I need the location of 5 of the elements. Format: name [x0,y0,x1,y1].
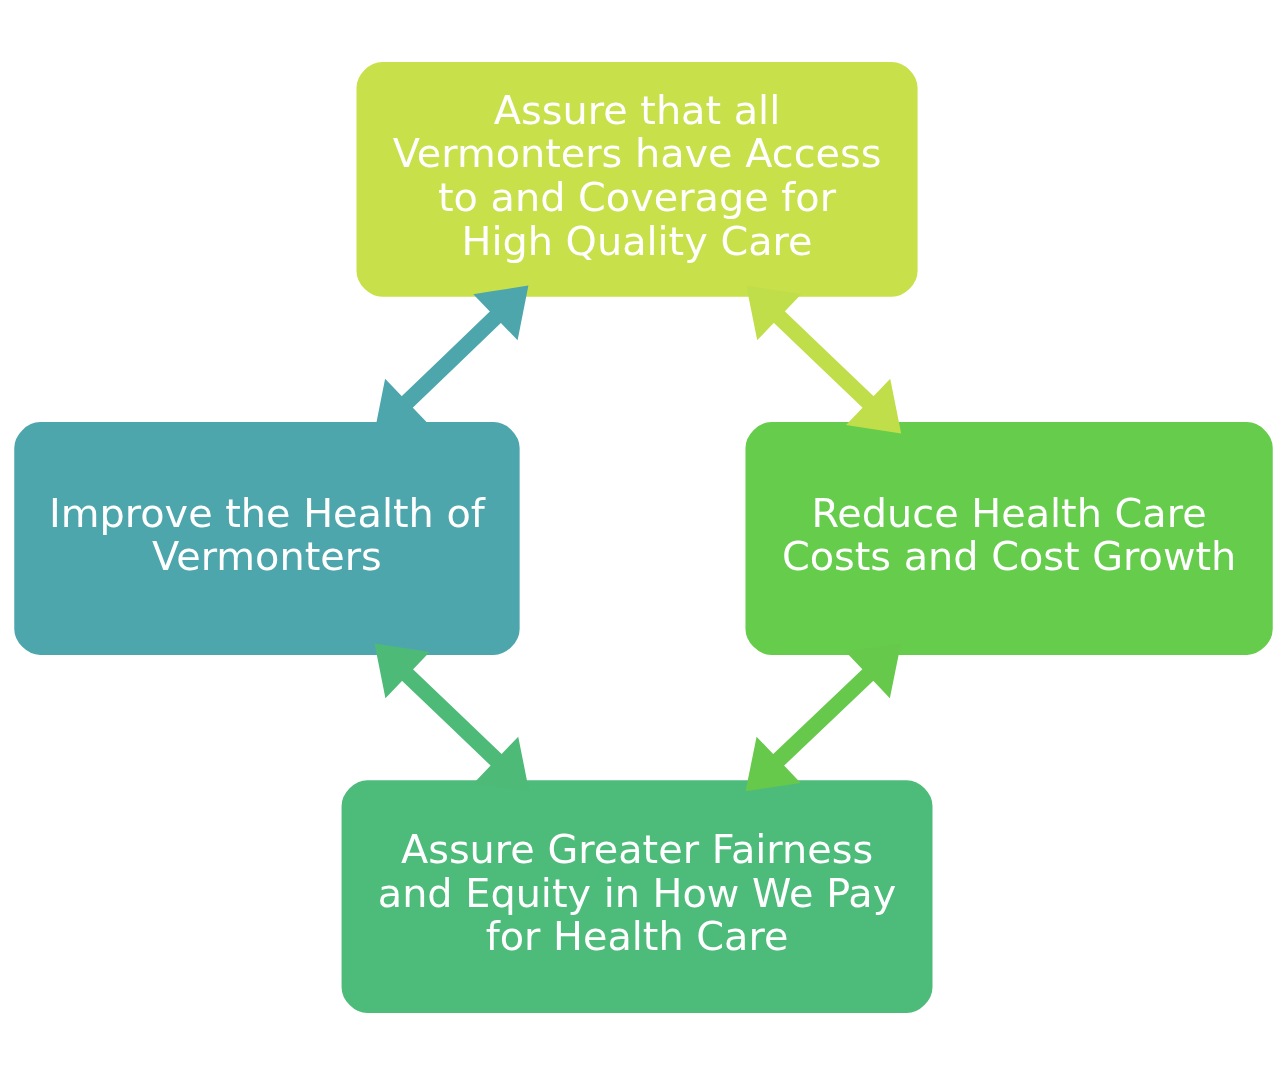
node-box: Assure that all Vermonters have Access to and Coverage for High Quality Care [356,61,918,297]
node-box: Assure Greater Fairness and Equity in How We Pay for Health Care [341,779,933,1013]
node-box: Reduce Health Care Costs and Cost Growth [745,421,1273,655]
arrow [746,285,902,433]
node-box: Improve the Health of Vermonters [14,421,520,655]
